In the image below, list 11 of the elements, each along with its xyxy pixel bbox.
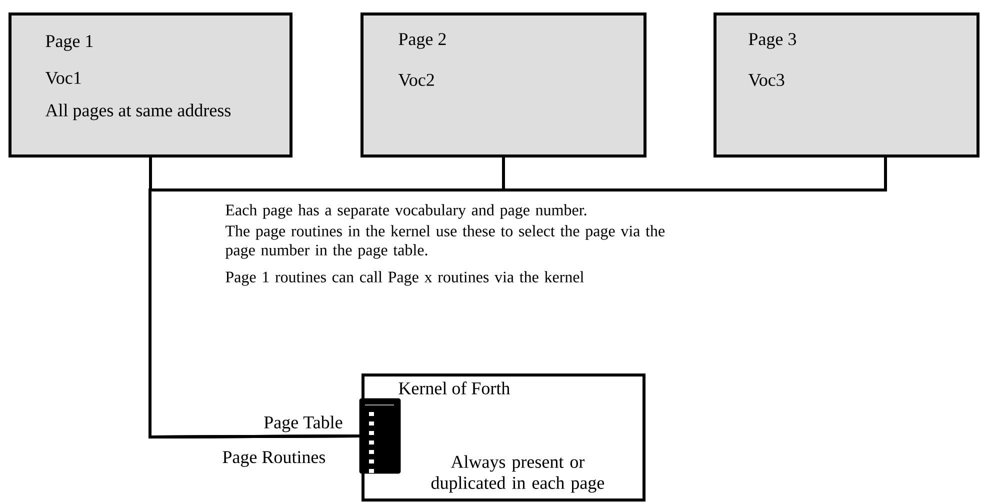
page-box: Page 3 Voc3 xyxy=(714,12,980,158)
page-box: Page 2 Voc2 xyxy=(360,12,646,158)
page-table-drawing xyxy=(359,398,401,474)
connector-line xyxy=(148,157,887,438)
page-box: Page 1 Voc1 All pages at same address xyxy=(8,12,292,158)
note-text: Page 1 routines can call Page x routines via the kernel xyxy=(226,271,584,286)
kernel-box: Kernel of Forth Always present or duplicated in each page xyxy=(362,373,646,502)
note-text: Each page has a separate vocabulary and page number. xyxy=(226,204,586,219)
note-text: The page routines in the kernel use these to select the page via the page number in the page table. xyxy=(225,225,665,259)
side-label: Page Routines xyxy=(222,451,326,467)
side-label: Page Table xyxy=(264,416,342,432)
